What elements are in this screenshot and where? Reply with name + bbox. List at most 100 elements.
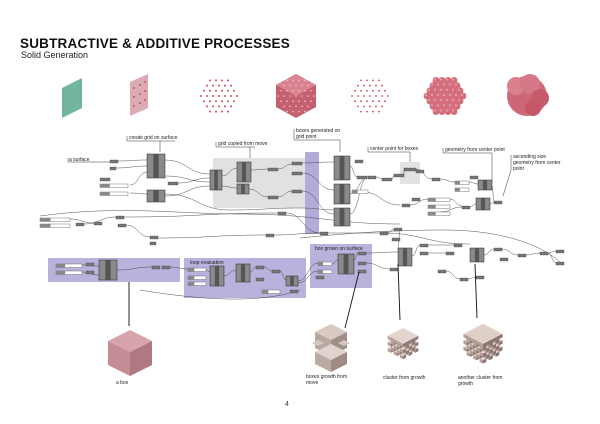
param-chip[interactable] [493, 200, 503, 205]
param-chip[interactable] [555, 261, 565, 266]
param-chip[interactable] [315, 275, 325, 280]
param-chip[interactable] [445, 251, 455, 256]
sphere-highlight [427, 99, 431, 102]
param-chip[interactable] [401, 203, 411, 208]
param-chip[interactable] [391, 237, 401, 242]
param-chip[interactable] [555, 249, 565, 254]
param-chip[interactable] [437, 269, 447, 274]
param-chip[interactable] [255, 265, 265, 270]
param-chip[interactable] [267, 195, 279, 200]
param-chip[interactable] [419, 243, 429, 248]
param-chip[interactable] [367, 175, 377, 180]
param-chip[interactable] [357, 269, 367, 274]
param-chip[interactable] [271, 269, 281, 274]
param-chip[interactable] [267, 167, 279, 172]
grid-dot [280, 90, 282, 92]
param-chip[interactable] [265, 233, 275, 238]
cube-top [393, 337, 401, 341]
param-chip[interactable] [161, 265, 171, 270]
wire [277, 163, 293, 170]
cube-top [405, 334, 413, 338]
grid-dot [215, 100, 217, 103]
param-chip[interactable] [167, 181, 179, 186]
param-chip[interactable] [85, 262, 95, 267]
param-chip[interactable] [431, 177, 441, 182]
param-chip[interactable] [93, 221, 103, 226]
param-chip[interactable] [393, 173, 405, 178]
cube-side [473, 355, 477, 361]
grid-dot [378, 100, 380, 103]
param-chip[interactable] [291, 161, 303, 166]
wire [491, 185, 495, 202]
param-chip[interactable] [151, 265, 161, 270]
wire [277, 190, 293, 198]
grid-dot [378, 110, 380, 113]
param-chip[interactable] [381, 177, 393, 182]
param-chip[interactable] [453, 243, 463, 248]
wire [123, 212, 279, 218]
slider-label [188, 282, 195, 286]
grid-dot [366, 100, 368, 103]
param-chip[interactable] [419, 251, 429, 256]
cube-side [415, 341, 419, 347]
param-chip[interactable] [357, 261, 367, 266]
cube-side [396, 340, 400, 346]
grid-dot [307, 105, 309, 108]
sphere [432, 108, 440, 115]
param-chip[interactable] [277, 211, 287, 216]
param-chip[interactable] [403, 167, 417, 172]
param-chip[interactable] [255, 277, 265, 282]
grid-dot [369, 95, 371, 97]
param-chip[interactable] [354, 159, 364, 164]
param-chip[interactable] [115, 215, 125, 220]
wire [301, 172, 335, 191]
label-geometry-center: geometry from center point [445, 147, 505, 153]
sphere-highlight [442, 93, 446, 97]
param-chip[interactable] [415, 169, 425, 174]
grid-dot [280, 100, 282, 102]
param-chip[interactable] [469, 175, 479, 180]
param-chip[interactable] [75, 222, 85, 227]
param-chip[interactable] [356, 175, 368, 180]
cube-side [396, 349, 400, 355]
param-chip[interactable] [99, 177, 111, 182]
param-chip[interactable] [517, 253, 527, 258]
grid-dot [283, 84, 285, 87]
graph-component-core [240, 264, 246, 282]
grid-dot [227, 100, 229, 103]
param-chip[interactable] [459, 277, 469, 282]
cube-side [479, 342, 483, 348]
param-chip[interactable] [461, 205, 471, 210]
grid-dot [310, 100, 312, 102]
wire-long [139, 289, 301, 300]
param-chip[interactable] [85, 270, 95, 275]
param-chip[interactable] [411, 197, 421, 202]
param-chip[interactable] [149, 241, 157, 246]
param-chip[interactable] [319, 231, 329, 236]
param-chip[interactable] [493, 247, 503, 252]
param-chip[interactable] [149, 235, 159, 240]
param-chip[interactable] [393, 227, 403, 232]
wire [387, 228, 395, 234]
param-chip[interactable] [291, 189, 303, 194]
sphere-highlight [457, 88, 461, 92]
cube-side [387, 335, 391, 341]
cube-side [476, 353, 480, 359]
param-chip[interactable] [357, 251, 367, 256]
sphere-highlight [445, 78, 449, 81]
param-chip[interactable] [499, 257, 509, 262]
sphere-highlight [436, 93, 440, 97]
wire [353, 252, 359, 261]
param-chip[interactable] [117, 223, 127, 228]
param-chip[interactable] [475, 275, 485, 280]
param-chip[interactable] [109, 159, 119, 164]
param-chip[interactable] [379, 231, 389, 236]
grid-dot [227, 89, 229, 92]
param-chip[interactable] [291, 171, 303, 176]
param-chip[interactable] [539, 251, 549, 256]
cube-side [390, 337, 394, 343]
grid-dot [283, 105, 285, 108]
param-chip[interactable] [109, 166, 117, 171]
param-chip[interactable] [289, 289, 299, 294]
param-chip[interactable] [389, 267, 399, 272]
